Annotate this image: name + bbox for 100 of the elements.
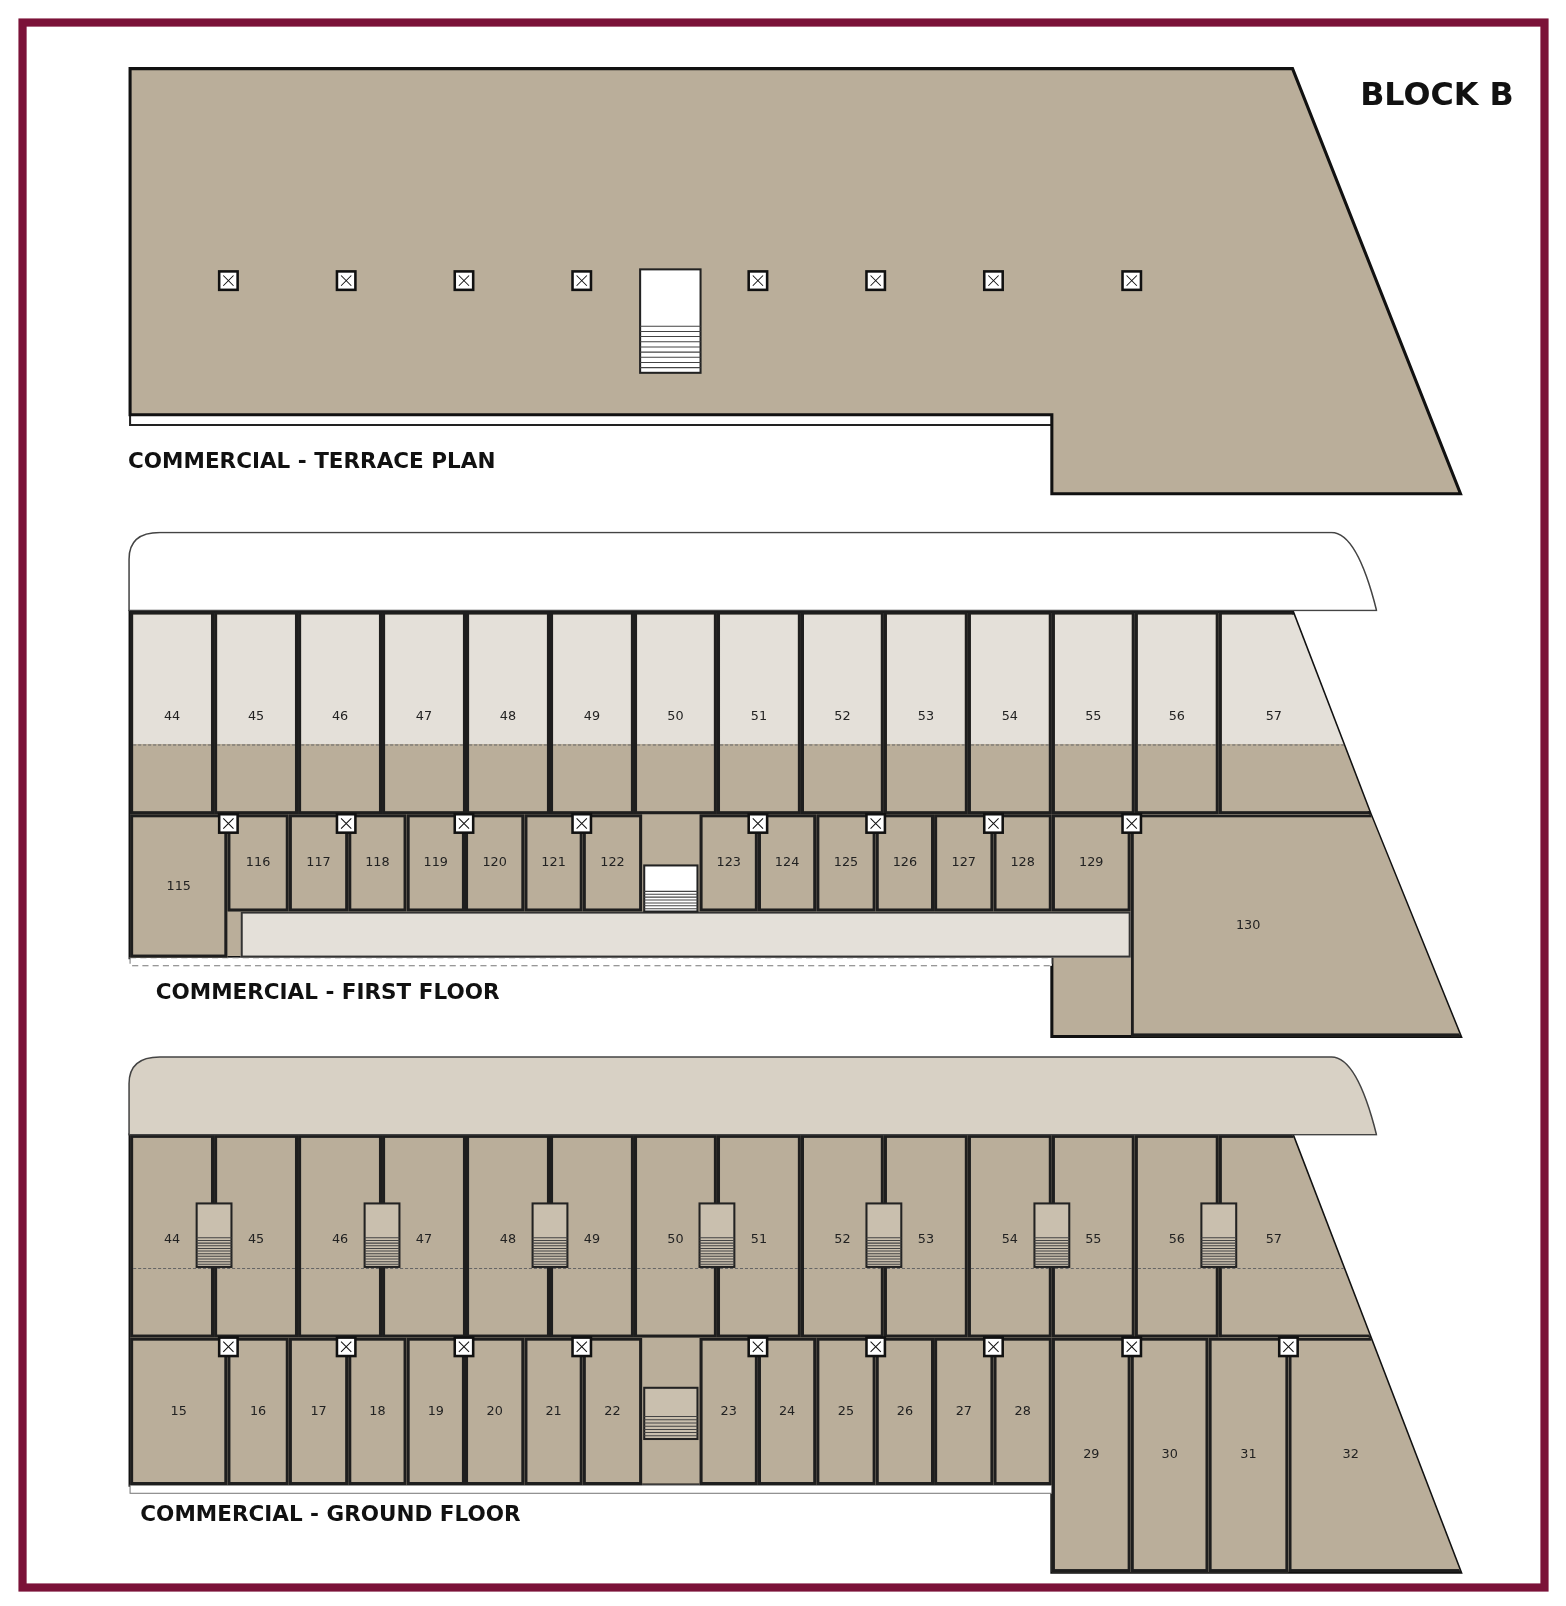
unit-number: 127 [951,856,976,870]
unit-number: 15 [170,1404,187,1418]
shop-unit [582,1337,643,1486]
unit-number: 129 [1079,856,1104,870]
unit-number: 25 [837,1404,855,1418]
shop-unit [465,814,525,912]
unit-number: 125 [833,856,859,870]
shop-unit [800,611,884,815]
unit-number: 48 [499,1233,517,1246]
shop-unit [934,814,994,912]
shop-unit [1051,611,1135,815]
unit-number: 117 [306,856,331,870]
shop-unit [634,1134,717,1338]
unit-number: 19 [427,1404,444,1418]
shop-unit [883,1134,968,1338]
shop-unit [634,611,717,815]
unit-number: 128 [1010,856,1035,870]
unit-number: 124 [774,856,800,870]
shop-unit [875,1337,935,1486]
unit-number: 47 [415,709,433,723]
unit-number: 50 [667,1233,684,1246]
unit-number: 122 [600,856,625,870]
unit-number: 120 [482,856,507,870]
shop-unit [967,1134,1052,1338]
shop-unit [550,611,634,815]
shop-unit [1134,1134,1219,1338]
shop-unit [130,1337,228,1486]
unit-number: 17 [310,1404,327,1418]
shop-unit [348,814,407,912]
shop-unit [298,1134,383,1338]
unit-number: 54 [1001,1233,1018,1246]
shop-unit [699,814,758,912]
shop-unit [582,814,643,912]
unit-number: 51 [750,1233,768,1246]
shop-unit [348,1337,407,1486]
shop-unit [130,1134,215,1338]
shop-unit [227,1337,289,1486]
unit-number: 56 [1168,709,1185,723]
shop-unit [993,1337,1052,1486]
unit-number: 49 [583,709,601,723]
shop-unit [1130,814,1461,1037]
shop-unit [382,1134,466,1338]
unit-number: 44 [163,709,181,723]
shop-unit [716,611,801,815]
shop-unit [524,1337,583,1486]
shop-unit [816,1337,876,1486]
shop-unit [1051,814,1131,912]
shop-unit [406,814,465,912]
unit-number: 23 [720,1404,737,1418]
shop-unit [550,1134,634,1338]
unit-number: 21 [545,1404,562,1418]
unit-number: 45 [247,709,265,723]
shop-unit [699,1337,758,1486]
unit-number: 28 [1014,1404,1031,1418]
unit-number: 46 [331,1233,349,1246]
unit-number: 57 [1265,1233,1282,1246]
unit-number: 55 [1085,1233,1102,1246]
unit-number: 118 [365,856,390,870]
unit-number: 130 [1235,918,1261,932]
shop-unit [214,1134,299,1338]
shop-unit [993,814,1052,912]
shop-unit [1051,1337,1131,1573]
unit-number: 47 [415,1233,433,1246]
shop-unit [1051,1134,1135,1338]
shop-unit [466,1134,550,1338]
unit-number: 119 [423,856,448,870]
unit-number: 49 [583,1233,601,1246]
shop-unit [382,611,466,815]
shop-unit [757,1337,817,1486]
block-title: BLOCK B [1360,75,1514,113]
shop-unit [214,611,299,815]
unit-number: 18 [369,1404,386,1418]
shop-unit [816,814,876,912]
canopy [128,531,1378,612]
plan-title: COMMERCIAL - GROUND FLOOR [140,1503,521,1526]
unit-number: 53 [917,709,934,723]
plan-title: COMMERCIAL - FIRST FLOOR [155,981,500,1003]
shop-unit [288,1337,349,1486]
corridor [240,911,1131,958]
unit-number: 126 [892,856,918,870]
shop-unit [227,814,289,912]
shop-unit [1208,1337,1289,1573]
unit-number: 30 [1161,1448,1178,1462]
shop-unit [875,814,935,912]
plan-title: COMMERCIAL - TERRACE PLAN [128,450,496,473]
unit-number: 48 [499,709,517,723]
unit-number: 55 [1085,709,1102,723]
unit-number: 24 [778,1404,796,1418]
unit-number: 123 [716,856,741,870]
unit-number: 56 [1168,1233,1185,1246]
shop-unit [406,1337,465,1486]
shop-unit [1130,1337,1209,1573]
unit-number: 16 [249,1404,267,1418]
unit-number: 57 [1265,709,1282,723]
unit-number: 46 [331,709,349,723]
unit-number: 22 [604,1404,621,1418]
unit-number: 115 [166,879,191,893]
unit-number: 53 [917,1233,934,1246]
unit-number: 51 [750,709,768,723]
shop-unit [130,611,215,815]
